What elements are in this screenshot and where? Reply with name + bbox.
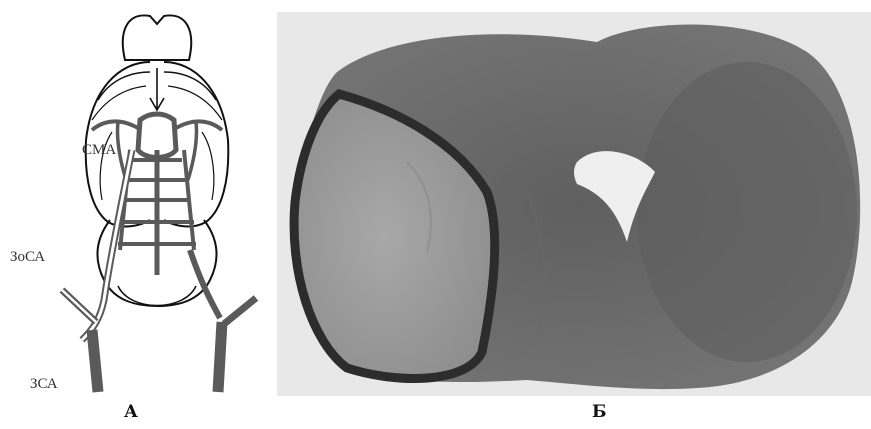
left-common-carotid: [92, 330, 98, 392]
midline-arrow: [150, 68, 164, 110]
label-zosa: ЗоСА: [10, 249, 45, 265]
right-common-carotid: [218, 322, 222, 392]
caption-b: Б: [592, 402, 607, 422]
vascular-schematic: СМА ЗоСА ЗСА: [0, 0, 270, 400]
mca-right: [176, 121, 222, 130]
mca-left: [92, 121, 138, 130]
olfactory-bulbs: [123, 15, 191, 60]
label-zsa: ЗСА: [30, 376, 58, 392]
brain-section-photo: [277, 12, 871, 396]
label-cma: СМА: [82, 142, 116, 158]
caption-a: А: [124, 402, 138, 422]
